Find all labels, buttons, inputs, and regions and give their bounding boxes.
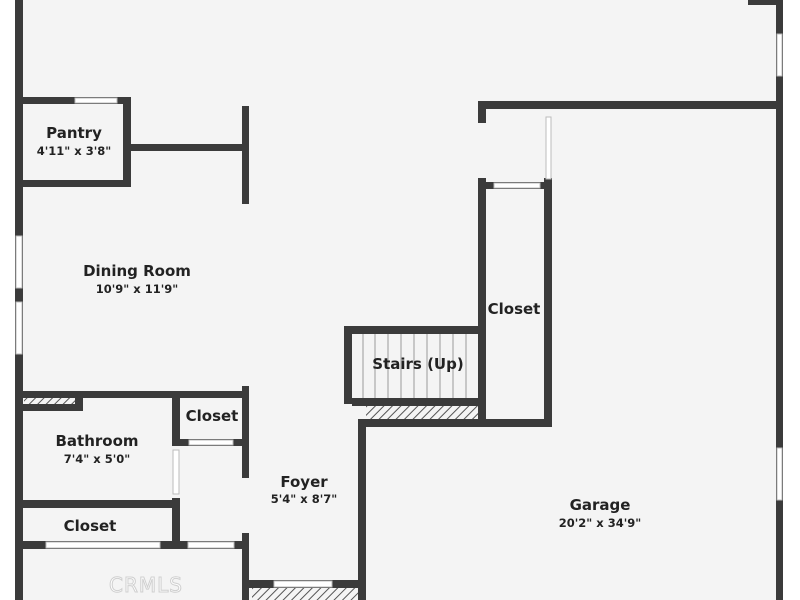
pantry-name: Pantry [46, 124, 102, 142]
foyer-dims: 5'4" x 8'7" [271, 492, 337, 506]
closet-lower-name: Closet [64, 517, 117, 535]
stairs-name: Stairs (Up) [372, 355, 463, 373]
closet-bath-name: Closet [186, 407, 239, 425]
watermark: CRMLS [109, 573, 183, 597]
stair-treads [362, 334, 467, 398]
windows [15, 33, 783, 588]
bath-hatch [24, 398, 75, 404]
garage-name: Garage [570, 496, 631, 514]
dining-room-dims: 10'9" x 11'9" [96, 282, 178, 296]
closet-hall-name: Closet [488, 300, 541, 318]
pantry-dims: 4'11" x 3'8" [37, 144, 111, 158]
stair-landing-hatch [366, 406, 478, 419]
foyer-name: Foyer [280, 473, 328, 491]
bathroom-name: Bathroom [55, 432, 138, 450]
foyer-threshold-hatch [252, 588, 358, 600]
dining-room-name: Dining Room [83, 262, 191, 280]
garage-dims: 20'2" x 34'9" [559, 516, 641, 530]
room-labels: Pantry 4'11" x 3'8" Dining Room 10'9" x … [37, 124, 641, 535]
bathroom-dims: 7'4" x 5'0" [64, 452, 130, 466]
floor-area [18, 0, 782, 600]
